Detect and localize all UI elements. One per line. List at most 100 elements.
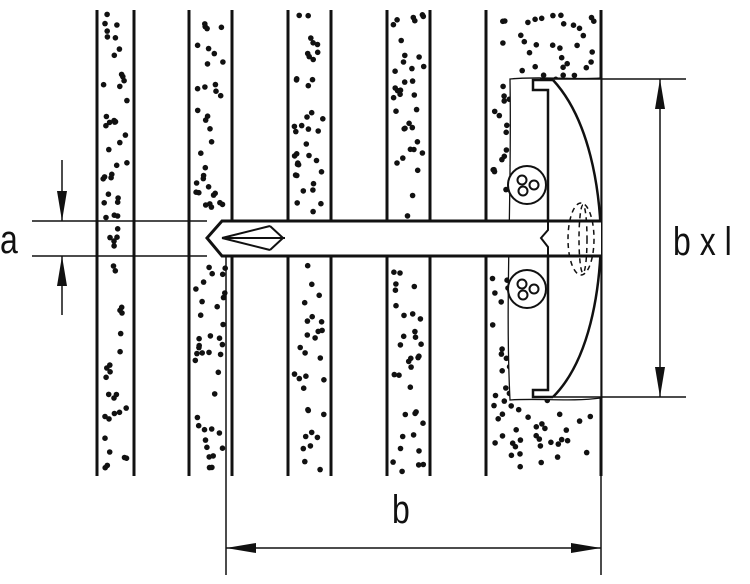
- filler-dot: [564, 60, 570, 67]
- filler-dot: [204, 25, 210, 32]
- filler-dot: [398, 37, 405, 44]
- filler-dot: [412, 17, 418, 24]
- filler-dot: [297, 344, 304, 351]
- filler-dot: [588, 59, 594, 65]
- dimension-a: [32, 160, 207, 315]
- filler-dot: [194, 85, 201, 92]
- filler-dot: [509, 440, 516, 447]
- filler-dot: [102, 435, 108, 442]
- filler-dot: [103, 374, 109, 381]
- filler-dot: [315, 128, 322, 134]
- filler-dot: [197, 312, 204, 319]
- filler-dot: [392, 287, 399, 294]
- filler-dot: [314, 434, 321, 441]
- filler-dot: [401, 79, 408, 85]
- filler-dot: [409, 192, 416, 199]
- filler-dot: [217, 92, 224, 99]
- filler-dot: [220, 321, 226, 328]
- filler-dot: [193, 286, 199, 292]
- filler-dot: [110, 263, 117, 269]
- filler-dot: [500, 40, 506, 46]
- filler-dot: [308, 429, 315, 436]
- filler-dot: [583, 64, 590, 71]
- filler-dot: [303, 373, 309, 380]
- filler-dot: [491, 402, 497, 409]
- filler-dot: [310, 187, 316, 193]
- filler-dot: [519, 67, 525, 74]
- filler-dot: [496, 112, 503, 119]
- filler-dot: [211, 391, 218, 397]
- filler-dot: [420, 63, 427, 70]
- filler-dot: [501, 398, 508, 404]
- filler-dot: [409, 311, 416, 317]
- filler-dot: [202, 437, 209, 443]
- filler-dot: [104, 11, 110, 18]
- filler-dot: [294, 161, 301, 168]
- filler-dot: [410, 432, 417, 438]
- label-b-x-l: b x l: [673, 220, 732, 264]
- filler-dot: [103, 113, 110, 120]
- filler-dot: [518, 32, 524, 39]
- filler-dot: [302, 458, 308, 465]
- label-b: b: [392, 488, 410, 532]
- filler-dot: [499, 346, 505, 352]
- filler-dot: [536, 436, 543, 442]
- filler-dot: [103, 122, 109, 129]
- filler-dot: [499, 411, 506, 418]
- filler-dot: [206, 349, 212, 356]
- filler-dot: [521, 38, 528, 45]
- filler-dot: [306, 152, 312, 159]
- filler-dot: [199, 350, 205, 356]
- filler-dot: [208, 204, 215, 210]
- filler-dot: [526, 49, 533, 56]
- filler-dot: [107, 362, 113, 368]
- filler-dot: [118, 304, 125, 311]
- filler-dot: [219, 271, 226, 278]
- filler-dot: [113, 391, 120, 398]
- filler-dot: [201, 426, 208, 433]
- filler-dot: [310, 180, 317, 187]
- filler-dot: [124, 97, 130, 104]
- filler-dot: [302, 350, 308, 356]
- filler-dot: [114, 22, 120, 28]
- filler-dot: [305, 407, 312, 414]
- filler-dot: [114, 199, 121, 205]
- filler-dot: [401, 126, 408, 132]
- filler-dot: [106, 146, 112, 153]
- filler-dot: [112, 35, 119, 41]
- filler-dot: [580, 32, 587, 39]
- filler-dot: [219, 445, 226, 452]
- filler-dot: [115, 195, 121, 201]
- filler-dot: [420, 13, 427, 20]
- filler-dot: [400, 333, 407, 340]
- filler-dot: [501, 98, 508, 104]
- filler-dot: [591, 18, 597, 25]
- filler-dot: [308, 109, 315, 116]
- filler-dot: [538, 459, 544, 466]
- filler-dot: [103, 214, 109, 221]
- filler-dot: [318, 200, 324, 207]
- filler-dot: [305, 12, 312, 19]
- filler-dot: [321, 377, 327, 383]
- filler-dot: [200, 279, 207, 285]
- filler-dot: [503, 147, 510, 153]
- hole-marker: [567, 202, 595, 276]
- filler-dot: [495, 416, 502, 422]
- filler-dot: [214, 303, 220, 310]
- filler-dot: [587, 413, 594, 420]
- filler-dot: [217, 199, 223, 206]
- wall-filler-dots: [100, 11, 597, 475]
- filler-dot: [202, 164, 209, 171]
- filler-dot: [101, 174, 108, 180]
- filler-dot: [111, 410, 118, 417]
- filler-dot: [213, 88, 219, 94]
- filler-dot: [318, 319, 325, 325]
- filler-dot: [558, 12, 564, 19]
- filler-dot: [498, 299, 505, 305]
- filler-dot: [112, 119, 118, 125]
- filler-dot: [550, 12, 556, 19]
- filler-dot: [533, 42, 540, 48]
- filler-dot: [104, 34, 111, 40]
- cable-icon: [507, 165, 547, 205]
